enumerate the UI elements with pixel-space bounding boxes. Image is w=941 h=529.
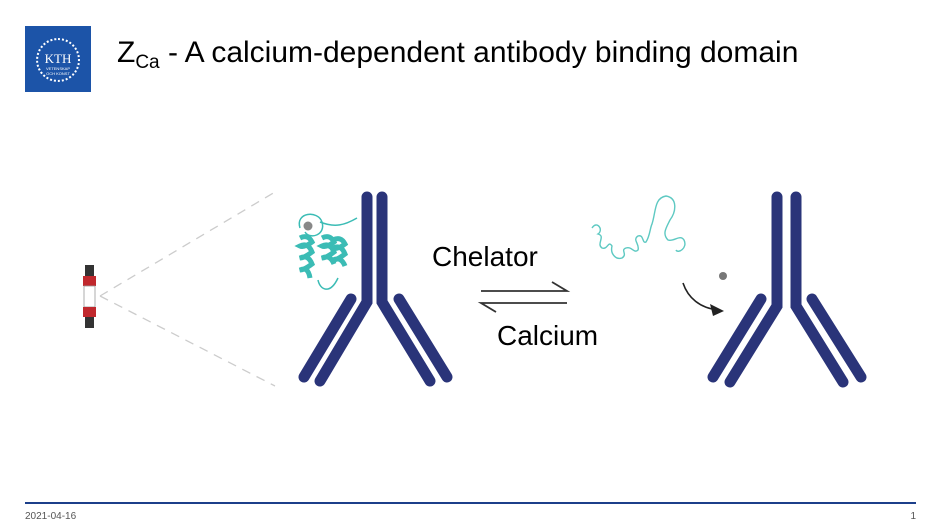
zoom-dashed-lines [99,191,276,387]
page-number: 1 [910,511,916,522]
title-main: Z [117,36,136,69]
binding-arrow-icon [682,282,724,316]
chelator-label: Chelator [432,241,538,272]
equilibrium-arrows-icon [477,281,571,313]
footer-divider [25,502,916,504]
page-title: ZCa - A calcium-dependent antibody bindi… [117,36,798,74]
logo-subtitle-1: VETENSKAP [45,66,70,71]
logo-ring [36,38,80,82]
antibody-left [298,191,453,387]
column-icon [83,265,96,328]
title-rest: - A calcium-dependent antibody binding d… [159,36,799,69]
folded-protein-icon [294,213,358,290]
footer-date: 2021-04-16 [25,511,77,522]
antibody-right [707,191,867,388]
unfolded-protein-icon [591,195,727,280]
logo-text: KTH [44,51,72,66]
title-subscript: Ca [135,52,160,73]
calcium-label: Calcium [497,320,599,351]
logo-subtitle-2: OCH KONST [46,71,70,76]
